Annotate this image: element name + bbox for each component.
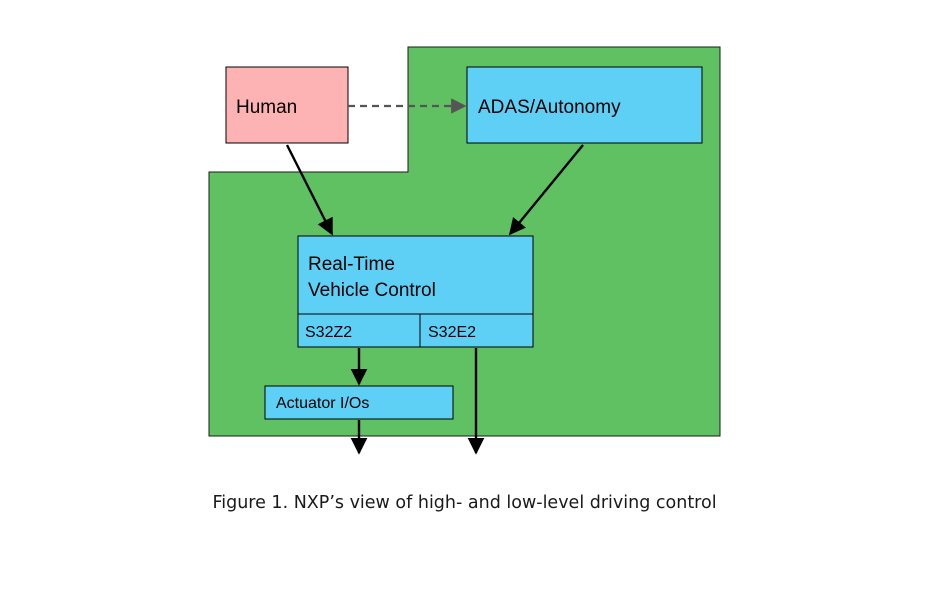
- adas-node: ADAS/Autonomy: [466, 66, 703, 144]
- arrow-adas-to-realtime: [508, 144, 584, 236]
- realtime-label-line1: Real-Time: [308, 254, 395, 275]
- realtime-control-node: Real-Time Vehicle Control S32Z2 S32E2: [297, 235, 534, 348]
- human-node: Human: [225, 66, 349, 144]
- actuator-node: Actuator I/Os: [264, 385, 454, 420]
- figure-caption: Figure 1. NXP’s view of high- and low-le…: [212, 493, 717, 513]
- actuator-label: Actuator I/Os: [276, 395, 369, 412]
- human-label: Human: [236, 97, 297, 118]
- s32e2-label: S32E2: [428, 324, 476, 341]
- arrow-human-to-realtime: [285, 144, 334, 236]
- realtime-label-line2: Vehicle Control: [308, 280, 436, 301]
- adas-label: ADAS/Autonomy: [478, 97, 621, 118]
- s32z2-label: S32Z2: [305, 324, 352, 341]
